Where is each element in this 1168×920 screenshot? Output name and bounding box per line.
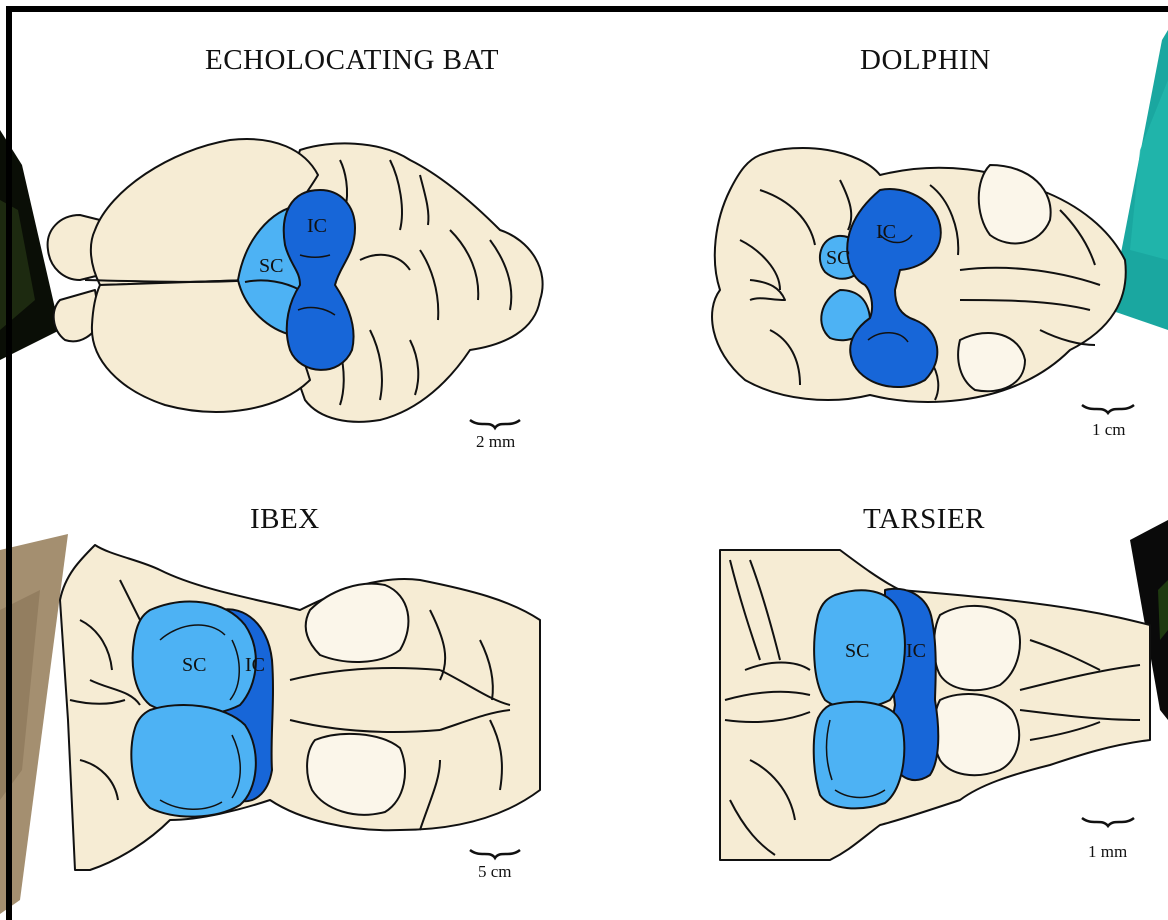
tarsier-ic-label: IC bbox=[906, 640, 926, 662]
tarsier-scale-label: 1 mm bbox=[1088, 842, 1127, 862]
tarsier-sc-label: SC bbox=[845, 640, 869, 662]
tarsier-scale-brace bbox=[1082, 818, 1134, 826]
